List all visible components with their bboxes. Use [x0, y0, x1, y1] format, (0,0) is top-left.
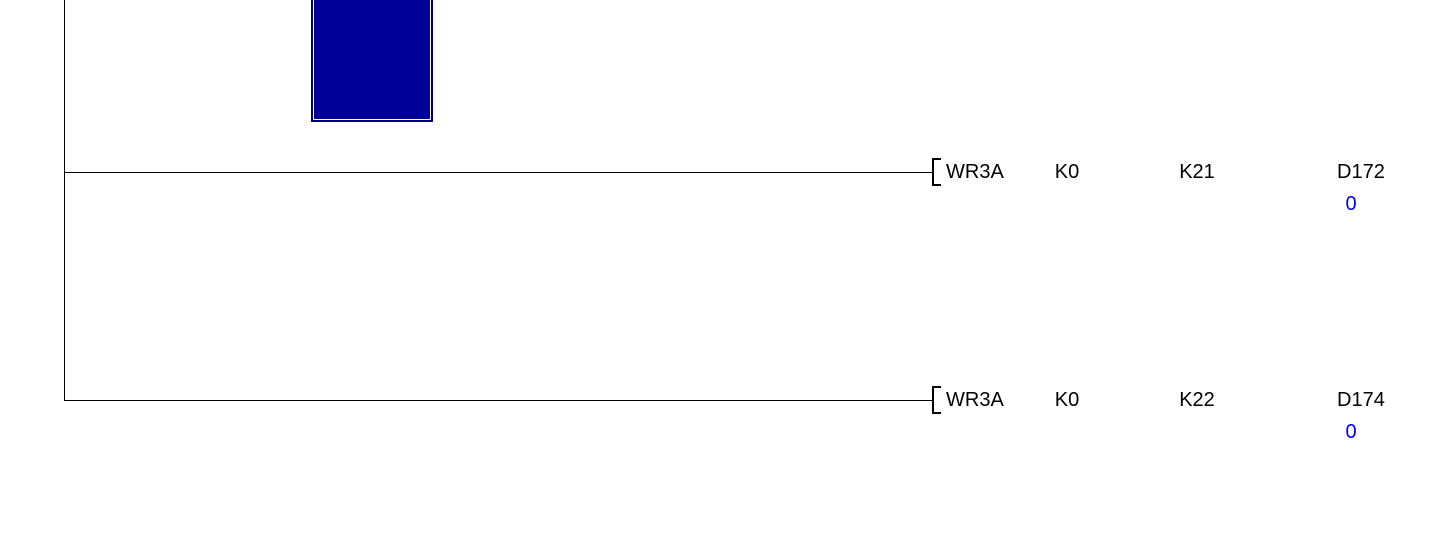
rung-wire-2[interactable]	[64, 400, 932, 401]
rung-1-operand-2[interactable]: K21	[1179, 161, 1215, 183]
rung-1-operand-3[interactable]: D172	[1337, 161, 1385, 183]
rung-2-operand-2[interactable]: K22	[1179, 389, 1215, 411]
instruction-bracket-2[interactable]	[932, 386, 941, 414]
rung-wire-1[interactable]	[64, 172, 932, 173]
monitor-value-d172: 0	[1345, 193, 1357, 215]
selected-cell-highlight[interactable]	[311, 0, 433, 122]
rung-1-operand-1[interactable]: K0	[1054, 161, 1080, 183]
instruction-bracket-1[interactable]	[932, 158, 941, 186]
rung-1-instruction-name[interactable]: WR3A	[946, 161, 1004, 183]
rung-2-instruction-name[interactable]: WR3A	[946, 389, 1004, 411]
rung-2-operand-1[interactable]: K0	[1054, 389, 1080, 411]
selection-fill	[314, 0, 430, 119]
rung-2-operand-3[interactable]: D174	[1337, 389, 1385, 411]
left-power-rail	[64, 0, 65, 400]
monitor-value-d174: 0	[1345, 421, 1357, 443]
